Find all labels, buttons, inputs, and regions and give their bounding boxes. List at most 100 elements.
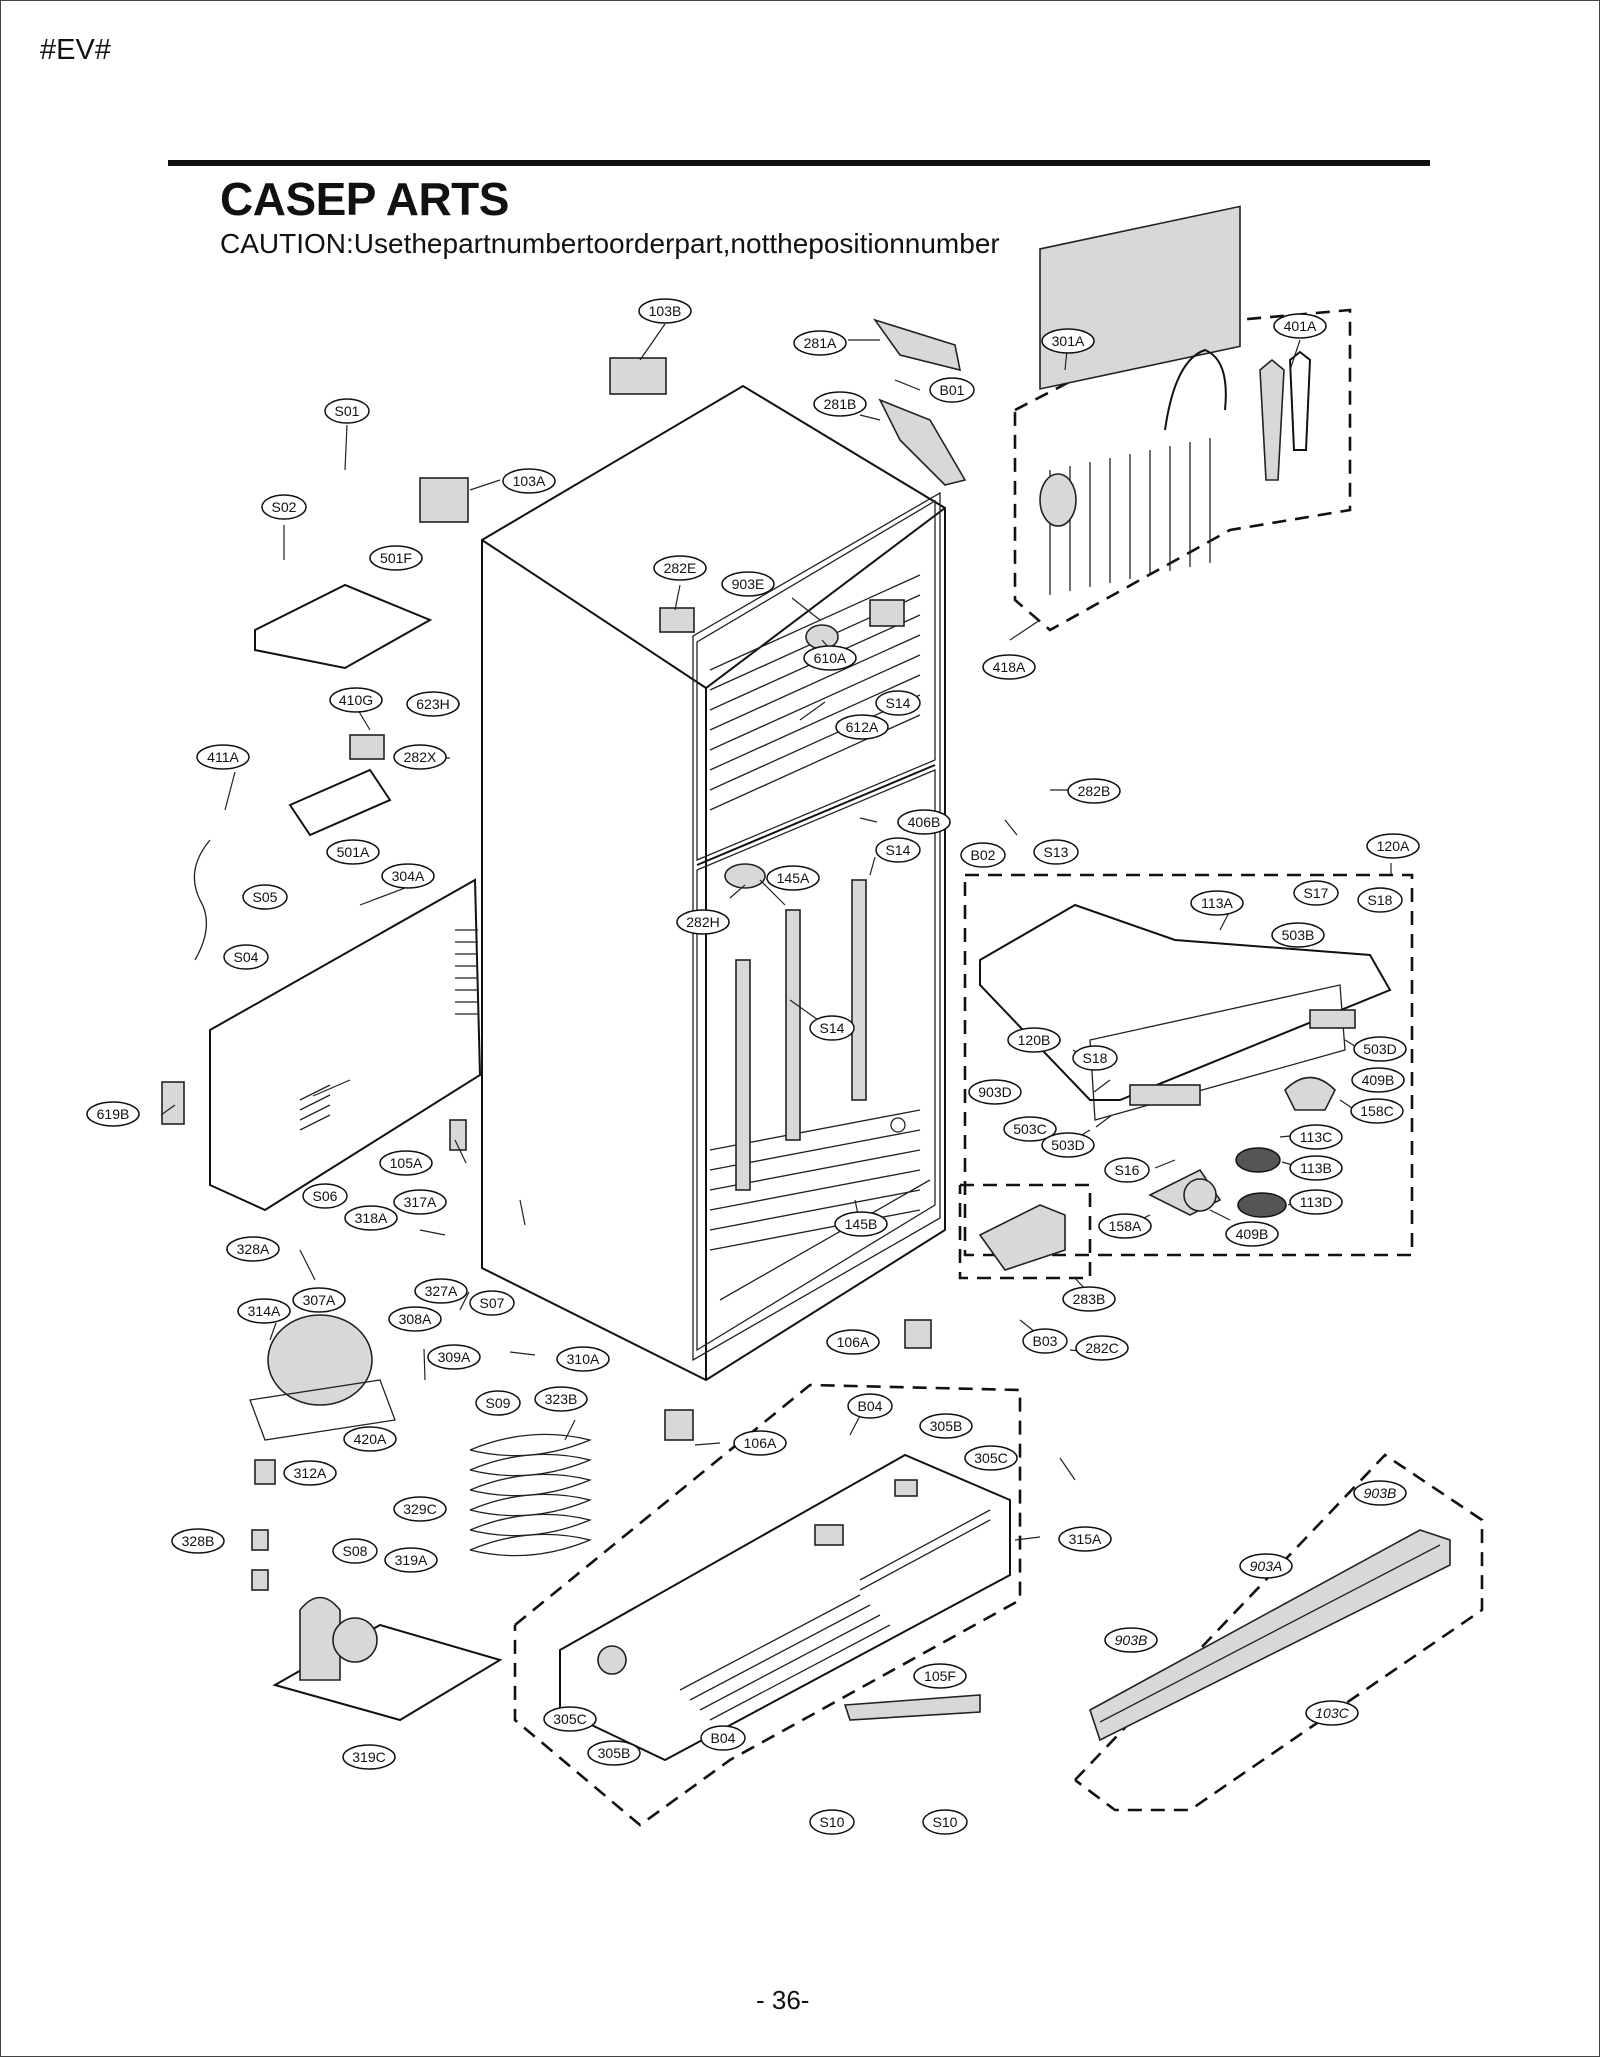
svg-text:S10: S10 <box>820 1814 845 1830</box>
callout-282e: 282E <box>653 555 707 581</box>
svg-text:304A: 304A <box>392 868 425 884</box>
callout-409b: 409B <box>1351 1067 1405 1093</box>
callout-310a: 310A <box>556 1346 610 1372</box>
svg-text:105F: 105F <box>924 1668 956 1684</box>
svg-text:S10: S10 <box>933 1814 958 1830</box>
svg-text:105A: 105A <box>390 1155 423 1171</box>
svg-text:113D: 113D <box>1300 1194 1332 1210</box>
svg-text:120A: 120A <box>1377 838 1410 854</box>
callout-113d: 113D <box>1289 1189 1343 1215</box>
callout-903a: 903A <box>1239 1553 1293 1579</box>
svg-text:S08: S08 <box>343 1543 368 1559</box>
svg-text:328B: 328B <box>182 1533 215 1549</box>
svg-text:503B: 503B <box>1282 927 1315 943</box>
svg-text:301A: 301A <box>1052 333 1085 349</box>
callout-319c: 319C <box>342 1744 396 1770</box>
callout-s14: S14 <box>875 690 921 716</box>
callout-103b: 103B <box>638 298 692 324</box>
svg-text:503D: 503D <box>1363 1041 1396 1057</box>
svg-text:411A: 411A <box>207 749 239 765</box>
callout-903b: 903B <box>1353 1480 1407 1506</box>
callout-308a: 308A <box>388 1306 442 1332</box>
door-trim-drawing <box>1074 1453 1484 1812</box>
svg-text:S02: S02 <box>272 499 297 515</box>
svg-text:903A: 903A <box>1250 1558 1283 1574</box>
evaporator-drawing <box>1013 205 1352 632</box>
callout-323b: 323B <box>534 1386 588 1412</box>
callout-312a: 312A <box>283 1460 337 1486</box>
callout-106a: 106A <box>733 1430 787 1456</box>
callout-120b: 120B <box>1007 1027 1061 1053</box>
callout-319a: 319A <box>384 1547 438 1573</box>
callout-619b: 619B <box>86 1101 140 1127</box>
callout-314a: 314A <box>237 1298 291 1324</box>
svg-text:S06: S06 <box>313 1188 338 1204</box>
svg-text:S14: S14 <box>886 695 911 711</box>
callout-s09: S09 <box>475 1390 521 1416</box>
svg-text:329C: 329C <box>403 1501 436 1517</box>
title-rule <box>168 160 1430 166</box>
svg-text:158A: 158A <box>1109 1218 1142 1234</box>
svg-text:409B: 409B <box>1236 1226 1269 1242</box>
callout-103a: 103A <box>502 468 556 494</box>
svg-text:323B: 323B <box>545 1391 578 1407</box>
svg-text:410G: 410G <box>339 692 373 708</box>
svg-text:409B: 409B <box>1362 1072 1395 1088</box>
callout-420a: 420A <box>343 1426 397 1452</box>
svg-text:S14: S14 <box>886 842 911 858</box>
svg-text:282C: 282C <box>1085 1340 1118 1356</box>
base-plate-drawing <box>513 1383 1022 1827</box>
callout-612a: 612A <box>835 714 889 740</box>
callout-s06: S06 <box>302 1183 348 1209</box>
svg-text:S04: S04 <box>234 949 259 965</box>
control-box-drawing <box>963 873 1414 1257</box>
callout-103c: 103C <box>1305 1700 1359 1726</box>
callout-503d: 503D <box>1353 1036 1407 1062</box>
condenser-drawing <box>469 1433 593 1557</box>
drain-pan-drawing <box>272 1596 503 1722</box>
callout-s14: S14 <box>875 837 921 863</box>
callout-282b: 282B <box>1067 778 1121 804</box>
svg-text:B02: B02 <box>971 847 996 863</box>
svg-text:S09: S09 <box>486 1395 511 1411</box>
callout-317a: 317A <box>393 1189 447 1215</box>
svg-text:501F: 501F <box>380 550 412 566</box>
svg-text:282B: 282B <box>1078 783 1111 799</box>
callout-b01: B01 <box>929 377 975 403</box>
callout-113c: 113C <box>1289 1124 1343 1150</box>
callout-503c: 503C <box>1003 1116 1057 1142</box>
callout-s05: S05 <box>242 884 288 910</box>
svg-text:619B: 619B <box>97 1106 130 1122</box>
svg-text:B04: B04 <box>858 1398 883 1414</box>
cabinet-drawing <box>481 384 946 1382</box>
callout-120a: 120A <box>1366 833 1420 859</box>
svg-text:305B: 305B <box>930 1418 963 1434</box>
callout-327a: 327A <box>414 1278 468 1304</box>
callout-309a: 309A <box>427 1344 481 1370</box>
svg-text:903E: 903E <box>732 576 765 592</box>
callout-315a: 315A <box>1058 1526 1112 1552</box>
svg-text:S14: S14 <box>820 1020 845 1036</box>
svg-text:113C: 113C <box>1300 1129 1332 1145</box>
svg-text:612A: 612A <box>846 719 879 735</box>
svg-text:307A: 307A <box>303 1292 336 1308</box>
svg-text:S18: S18 <box>1368 892 1393 908</box>
svg-text:503C: 503C <box>1013 1121 1046 1137</box>
svg-text:319C: 319C <box>352 1749 385 1765</box>
callout-s17: S17 <box>1293 880 1339 906</box>
svg-text:103A: 103A <box>513 473 546 489</box>
callout-305b: 305B <box>587 1740 641 1766</box>
callout-105f: 105F <box>913 1663 967 1689</box>
svg-text:310A: 310A <box>567 1351 600 1367</box>
callout-903e: 903E <box>721 571 775 597</box>
svg-text:903D: 903D <box>978 1084 1011 1100</box>
svg-text:B01: B01 <box>940 382 965 398</box>
svg-text:S17: S17 <box>1304 885 1329 901</box>
svg-text:317A: 317A <box>404 1194 437 1210</box>
callout-305b: 305B <box>919 1413 973 1439</box>
svg-text:318A: 318A <box>355 1210 388 1226</box>
svg-text:903B: 903B <box>1364 1485 1397 1501</box>
svg-text:S07: S07 <box>480 1295 505 1311</box>
callout-s02: S02 <box>261 494 307 520</box>
svg-text:120B: 120B <box>1018 1032 1051 1048</box>
